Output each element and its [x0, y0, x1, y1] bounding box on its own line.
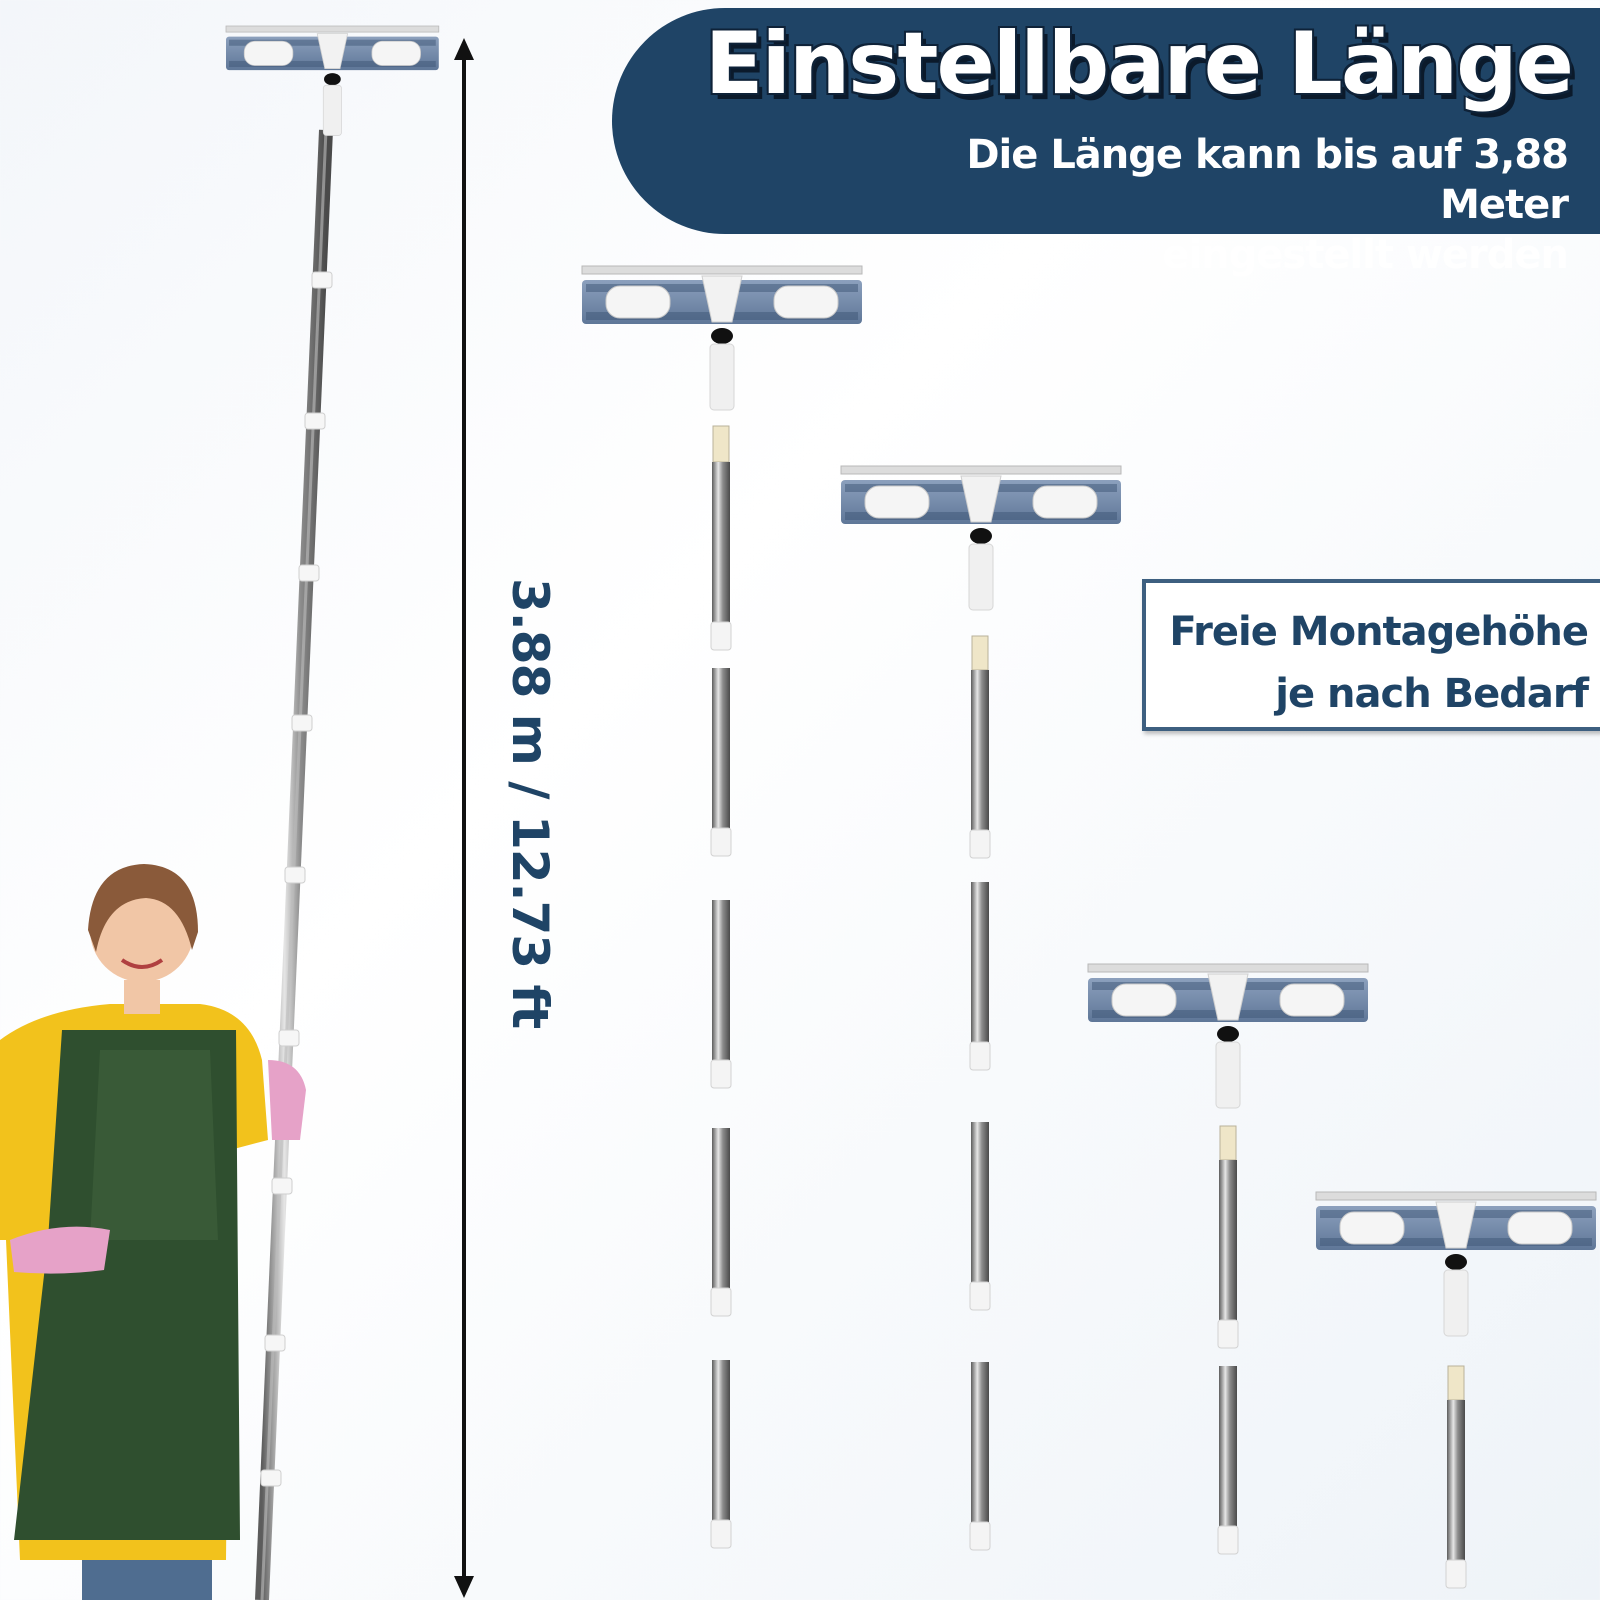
squeegee-5-segments	[581, 265, 863, 1549]
dimension-label: 3.88 m / 12.73 ft	[501, 578, 559, 1029]
mounting-height-callout: Freie Montagehöhe je nach Bedarf	[1142, 579, 1600, 731]
squeegee-1-segment	[1315, 1191, 1597, 1589]
long-pole	[255, 129, 333, 1600]
dimension-arrow	[454, 38, 474, 1598]
person-figure	[0, 864, 306, 1600]
callout-text: Freie Montagehöhe je nach Bedarf	[1158, 601, 1589, 725]
banner-subtitle-line1: Die Länge kann bis auf 3,88 Meter	[966, 132, 1569, 228]
long-squeegee-head	[225, 25, 440, 136]
banner-subtitle: Die Länge kann bis auf 3,88 Meter einges…	[868, 130, 1569, 280]
squeegee-2-segments	[1087, 963, 1369, 1555]
banner-subtitle-line2: eingestellt werden	[1162, 232, 1569, 278]
title-banner: Einstellbare Länge Die Länge kann bis au…	[612, 8, 1600, 278]
squeegee-4-segments	[840, 465, 1122, 1551]
banner-title: Einstellbare Länge	[704, 14, 1574, 114]
callout-line2: je nach Bedarf	[1275, 671, 1589, 717]
callout-line1: Freie Montagehöhe	[1169, 609, 1589, 655]
